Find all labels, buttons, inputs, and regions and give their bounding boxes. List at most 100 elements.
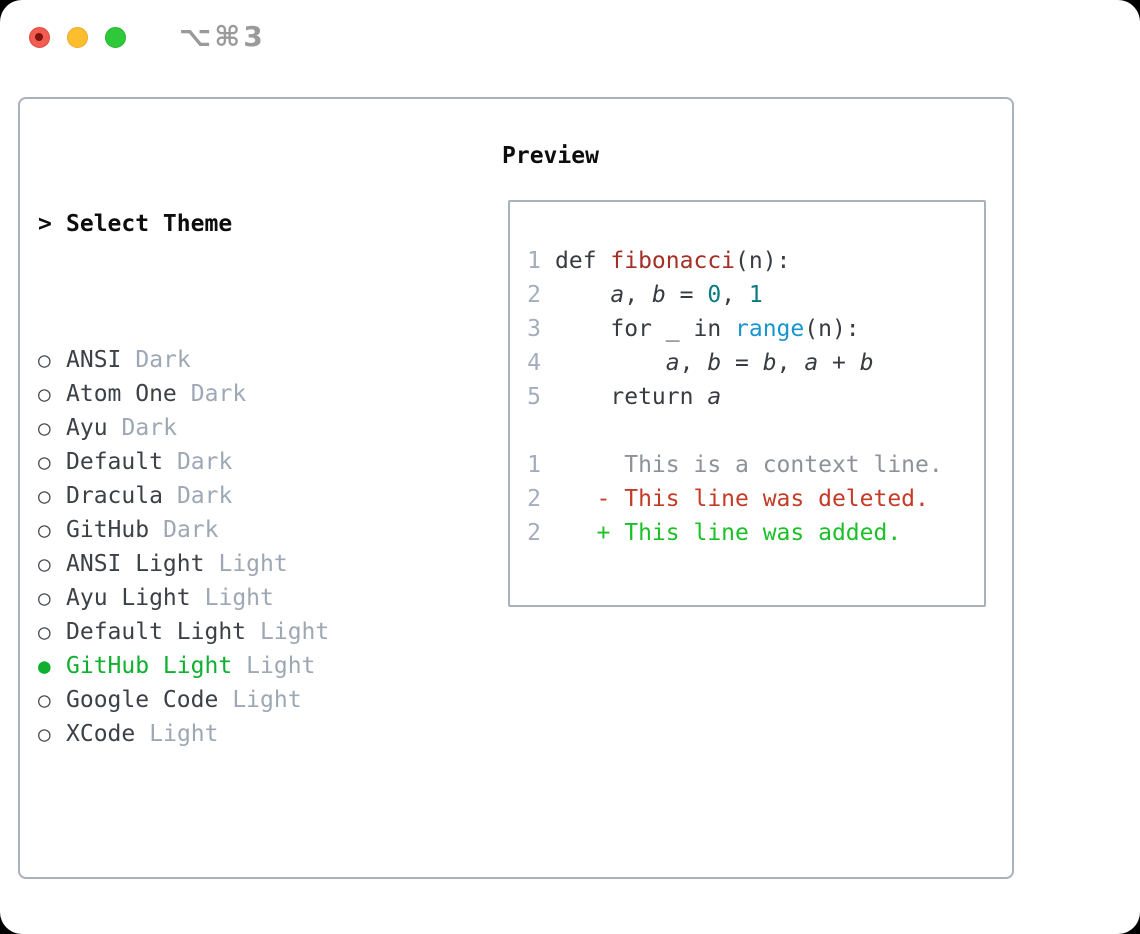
theme-name: ANSI Light	[66, 551, 205, 577]
code-segment-plain: def	[555, 248, 611, 274]
theme-option[interactable]: ○ ANSI Light Light	[38, 547, 426, 581]
code-segment-variable: b	[859, 350, 874, 376]
preview-title: Preview	[502, 143, 599, 169]
radio-unselected-icon: ○	[38, 552, 51, 576]
code-segment-variable: a	[665, 350, 680, 376]
line-number: 4	[527, 350, 541, 376]
code-segment-plain: ,	[776, 350, 805, 376]
radio-unselected-icon: ○	[38, 620, 51, 644]
line-number: 2	[527, 282, 541, 308]
line-number: 2	[527, 520, 541, 546]
radio-unselected-icon: ○	[38, 416, 51, 440]
theme-variant-tag: Dark	[190, 381, 247, 407]
theme-option[interactable]: ○ Atom One Dark	[38, 377, 426, 411]
code-segment-builtin: range	[735, 316, 805, 342]
code-segment-variable: a	[804, 350, 819, 376]
theme-name: Default	[66, 449, 163, 475]
radio-unselected-icon: ○	[38, 722, 51, 746]
theme-option[interactable]: ○ Default Dark	[38, 445, 426, 479]
theme-variant-tag: Dark	[135, 347, 191, 373]
theme-name: Atom One	[66, 381, 177, 407]
theme-variant-tag: Light	[260, 619, 330, 645]
line-number: 1	[527, 452, 541, 478]
line-number: 2	[527, 486, 541, 512]
code-segment-plain: =	[665, 282, 708, 308]
radio-unselected-icon: ○	[38, 348, 51, 372]
diff-block: 1 This is a context line. 2 - This line w…	[527, 448, 984, 550]
minimize-button-icon[interactable]	[67, 26, 88, 48]
theme-name: GitHub	[66, 517, 150, 543]
code-segment-added: + This line was added.	[555, 520, 902, 546]
radio-unselected-icon: ○	[38, 518, 51, 542]
theme-name: XCode	[66, 721, 136, 747]
code-line: 5 return a	[527, 380, 984, 414]
radio-unselected-icon: ○	[38, 450, 51, 474]
code-segment-plain: =	[721, 350, 763, 376]
code-segment-deleted: - This line was deleted.	[555, 486, 929, 512]
diff-line: 2 + This line was added.	[527, 516, 984, 550]
radio-selected-icon: ●	[38, 654, 51, 678]
code-line: 2 a, b = 0, 1	[527, 278, 984, 312]
theme-name: Ayu	[66, 415, 108, 441]
theme-name: GitHub Light	[66, 653, 233, 679]
code-segment-plain: +	[818, 350, 860, 376]
theme-variant-tag: Light	[149, 721, 219, 747]
zoom-button-icon[interactable]	[105, 26, 126, 48]
theme-option[interactable]: ○ XCode Light	[38, 717, 426, 751]
theme-name: ANSI	[66, 347, 122, 373]
radio-unselected-icon: ○	[38, 586, 51, 610]
diff-line: 2 - This line was deleted.	[527, 482, 984, 516]
code-segment-number: 0	[707, 282, 722, 308]
theme-option[interactable]: ● GitHub Light Light	[38, 649, 426, 683]
prompt-icon: >	[38, 211, 52, 237]
spacer	[38, 853, 426, 887]
close-button-icon[interactable]	[29, 26, 50, 48]
radio-unselected-icon: ○	[38, 484, 51, 508]
theme-variant-tag: Light	[246, 653, 316, 679]
theme-option[interactable]: ○ ANSI Dark	[38, 343, 426, 377]
code-segment-plain: return	[555, 384, 708, 410]
code-segment-variable: b	[651, 282, 666, 308]
theme-option[interactable]: ○ Google Code Light	[38, 683, 426, 717]
theme-variant-tag: Dark	[176, 449, 233, 475]
code-segment-context: This is a context line.	[555, 452, 943, 478]
code-segment-number: 1	[748, 282, 763, 308]
code-segment-plain: for _ in	[555, 316, 736, 342]
code-segment-variable: a	[610, 282, 625, 308]
selector-header: > Select Theme	[38, 207, 426, 241]
theme-name: Ayu Light	[66, 585, 191, 611]
window-title: ⌥⌘3	[179, 20, 266, 53]
code-segment-function: fibonacci	[610, 248, 736, 274]
theme-variant-tag: Light	[218, 551, 288, 577]
code-segment-plain: ,	[624, 282, 652, 308]
theme-name: Google Code	[66, 687, 219, 713]
theme-variant-tag: Light	[232, 687, 302, 713]
spacer	[527, 414, 984, 448]
code-segment-plain: ,	[721, 282, 749, 308]
code-segment-plain: (n):	[735, 248, 791, 274]
code-line: 4 a, b = b, a + b	[527, 346, 984, 380]
code-segment-plain: ,	[679, 350, 708, 376]
code-line: 3 for _ in range(n):	[527, 312, 984, 346]
code-segment-plain	[555, 282, 610, 308]
theme-variant-tag: Light	[204, 585, 274, 611]
radio-unselected-icon: ○	[38, 382, 51, 406]
code-segment-plain	[555, 350, 666, 376]
titlebar: ⌥⌘3	[29, 20, 266, 53]
theme-variant-tag: Dark	[176, 483, 233, 509]
line-number: 5	[527, 384, 541, 410]
theme-option[interactable]: ○ Ayu Light Light	[38, 581, 426, 615]
line-number: 3	[527, 316, 541, 342]
code-segment-variable: b	[762, 350, 777, 376]
radio-unselected-icon: ○	[38, 688, 51, 712]
